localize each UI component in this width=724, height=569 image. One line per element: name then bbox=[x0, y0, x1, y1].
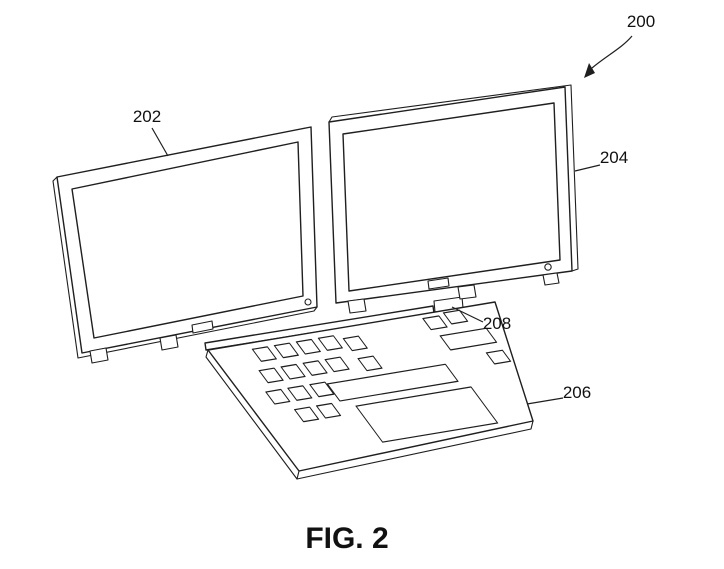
ref-204-leader bbox=[574, 164, 601, 172]
trackpad bbox=[355, 386, 499, 443]
wide-key bbox=[326, 363, 459, 402]
fig-caption: FIG. 2 bbox=[305, 522, 388, 555]
key-button bbox=[485, 349, 512, 365]
right-display-latch bbox=[427, 277, 450, 290]
ref-label-200: 200 bbox=[627, 12, 655, 31]
right-display-edge-thickness bbox=[328, 84, 579, 272]
key-button bbox=[422, 315, 448, 331]
ref-202-leader bbox=[151, 127, 169, 157]
right-display-screen bbox=[342, 102, 561, 292]
left-display-button bbox=[304, 298, 312, 306]
reference-labels: 200 202 204 208 206 bbox=[133, 12, 655, 405]
left-display-latch bbox=[191, 320, 214, 334]
ref-206-leader bbox=[526, 397, 564, 405]
base-edge-thickness bbox=[205, 349, 534, 480]
key-button bbox=[287, 385, 313, 401]
key-button bbox=[265, 388, 291, 405]
left-display-panel bbox=[52, 126, 318, 364]
key-button bbox=[317, 335, 343, 351]
hinge-bar bbox=[204, 296, 464, 351]
left-display-foot bbox=[159, 334, 179, 351]
ref-label-202: 202 bbox=[133, 107, 161, 126]
key-button bbox=[273, 342, 299, 359]
key-button bbox=[442, 309, 469, 325]
key-button bbox=[280, 363, 306, 380]
key-button bbox=[251, 346, 277, 362]
ref-200-arrowhead bbox=[584, 63, 595, 78]
key-button bbox=[258, 367, 284, 384]
key-button bbox=[315, 402, 342, 419]
key-button bbox=[309, 381, 335, 398]
keyboard-keys bbox=[251, 309, 512, 443]
wide-key bbox=[439, 327, 498, 351]
ref-200-arrow-line bbox=[591, 35, 633, 69]
ref-label-208: 208 bbox=[483, 314, 511, 333]
left-display-foot bbox=[89, 347, 109, 364]
left-display-screen bbox=[71, 141, 304, 339]
right-display-foot bbox=[347, 298, 367, 314]
key-button bbox=[357, 355, 383, 372]
right-display-button bbox=[544, 263, 552, 271]
keyboard-base bbox=[205, 301, 534, 480]
key-button bbox=[293, 406, 320, 423]
key-button bbox=[295, 338, 321, 355]
right-display-foot bbox=[542, 272, 560, 286]
key-button bbox=[302, 360, 328, 376]
key-button bbox=[324, 356, 350, 373]
key-button bbox=[342, 335, 368, 352]
ref-label-206: 206 bbox=[563, 383, 591, 402]
right-display-foot bbox=[457, 284, 477, 300]
left-display-edge-thickness bbox=[52, 176, 318, 359]
ref-208-leader bbox=[451, 306, 484, 323]
right-display-panel bbox=[328, 84, 579, 314]
ref-label-204: 204 bbox=[600, 148, 628, 167]
